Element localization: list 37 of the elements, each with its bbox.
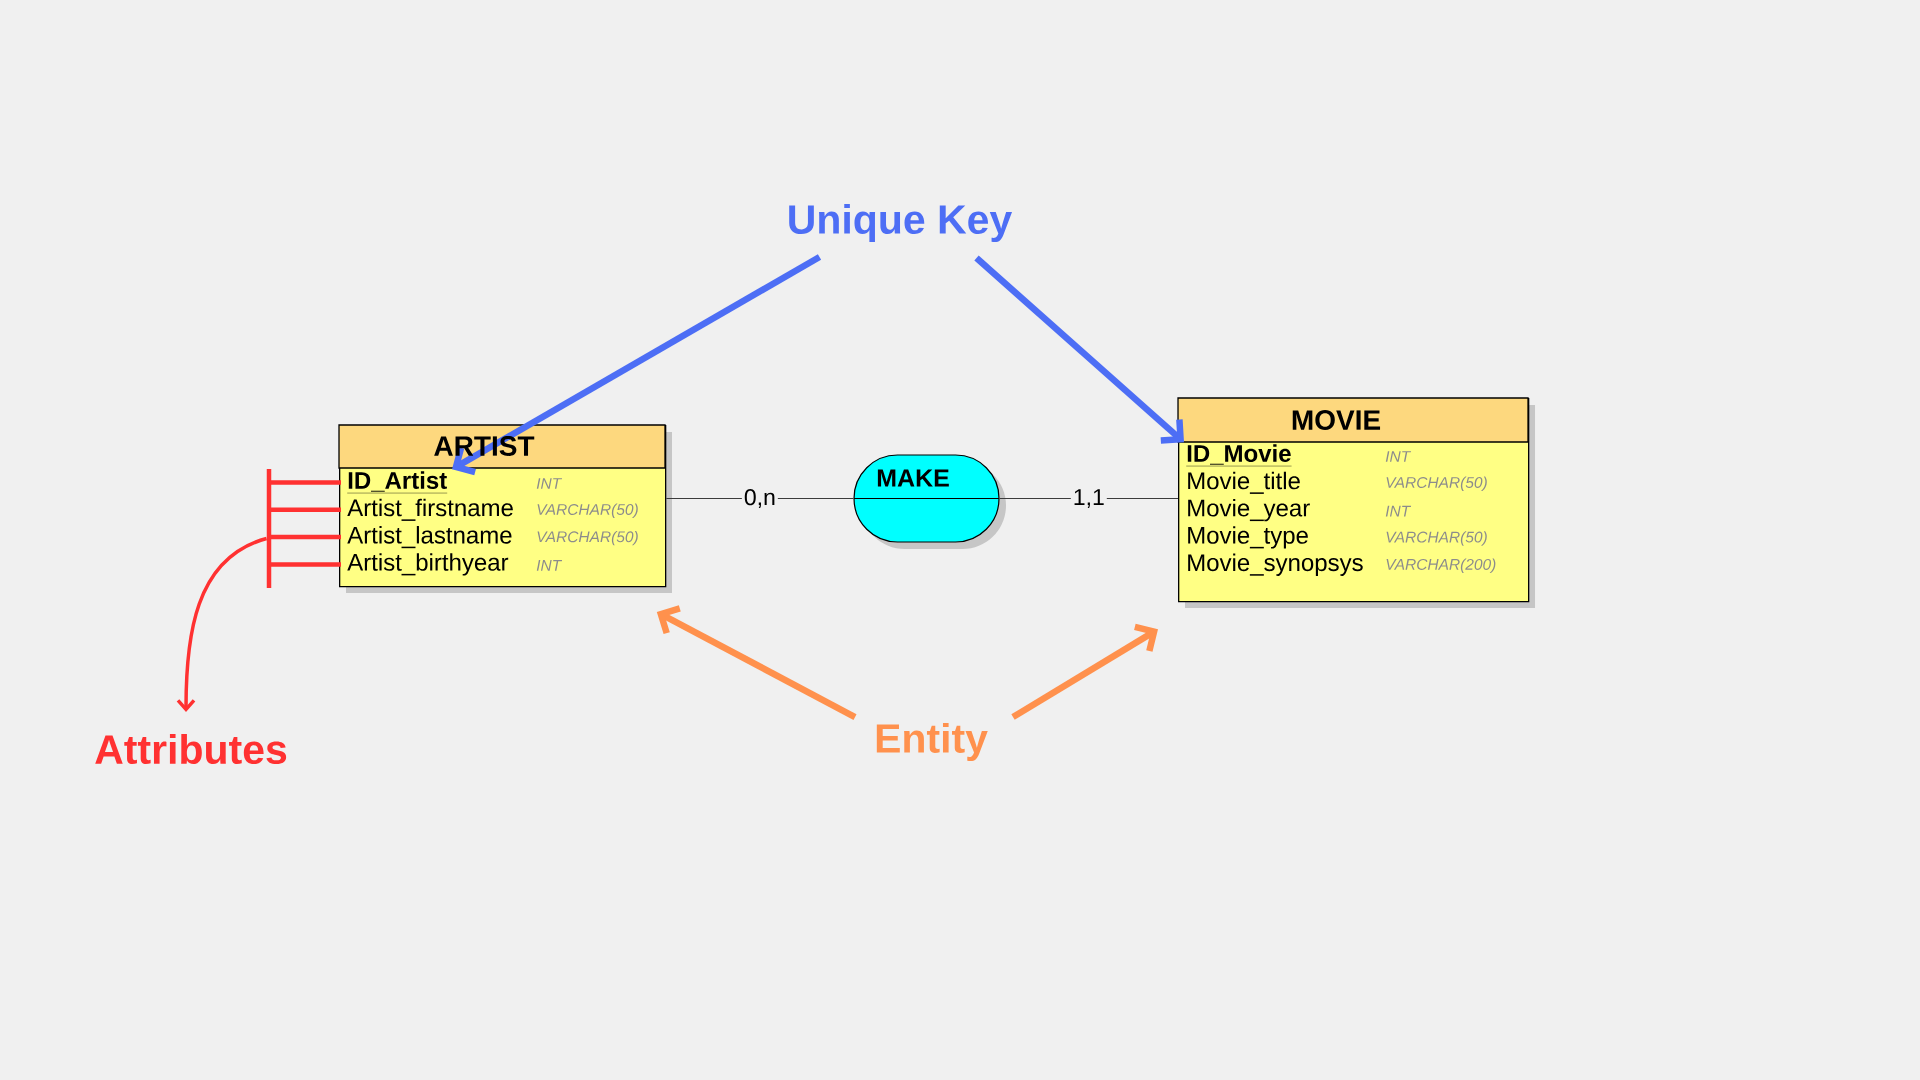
arrow <box>1011 623 1158 720</box>
annotation-label: Entity <box>876 722 988 762</box>
bracket <box>266 469 272 588</box>
data-type: VARCHAR(50) <box>537 530 638 546</box>
cardinality-label: 1,1 <box>1070 487 1107 510</box>
attribute-name: ID_Artist <box>347 471 448 494</box>
relationship-oval: MAKE <box>853 454 1006 549</box>
attribute-name: Movie_type <box>1188 526 1308 549</box>
attribute-name: Artist_firstname <box>347 498 513 521</box>
attribute-name: Artist_lastname <box>347 526 512 549</box>
arrow <box>452 254 822 476</box>
data-type: VARCHAR(50) <box>1386 531 1487 546</box>
arrow <box>974 255 1184 444</box>
data-type: VARCHAR(50) <box>537 503 638 519</box>
connector-line <box>269 507 341 513</box>
data-type: INT <box>536 560 563 571</box>
connector-line <box>269 534 341 540</box>
annotation-label: Unique Key <box>789 203 1013 243</box>
connector-line <box>269 562 341 567</box>
data-type: INT <box>536 478 563 489</box>
attribute-name: Artist_birthyear <box>347 553 509 576</box>
attribute-name: Movie_year <box>1188 498 1310 522</box>
attribute-name: Movie_title <box>1188 471 1300 494</box>
data-type: VARCHAR(50) <box>1386 476 1487 492</box>
entity-box <box>1177 397 1535 608</box>
annotation-label: Attributes <box>95 733 287 765</box>
data-type: INT <box>1385 505 1412 517</box>
connector-line <box>269 480 341 485</box>
arrow <box>656 605 857 720</box>
data-type: VARCHAR(200) <box>1386 558 1496 573</box>
entity-heading: MOVIE <box>1292 410 1381 430</box>
attribute-name: Movie_synopsys <box>1188 553 1363 576</box>
attribute-name: ID_Movie <box>1186 444 1292 467</box>
curved-arrow <box>176 536 268 712</box>
data-type: INT <box>1385 451 1412 462</box>
cardinality-label: 0,n <box>741 487 778 510</box>
entity-box <box>338 424 672 593</box>
